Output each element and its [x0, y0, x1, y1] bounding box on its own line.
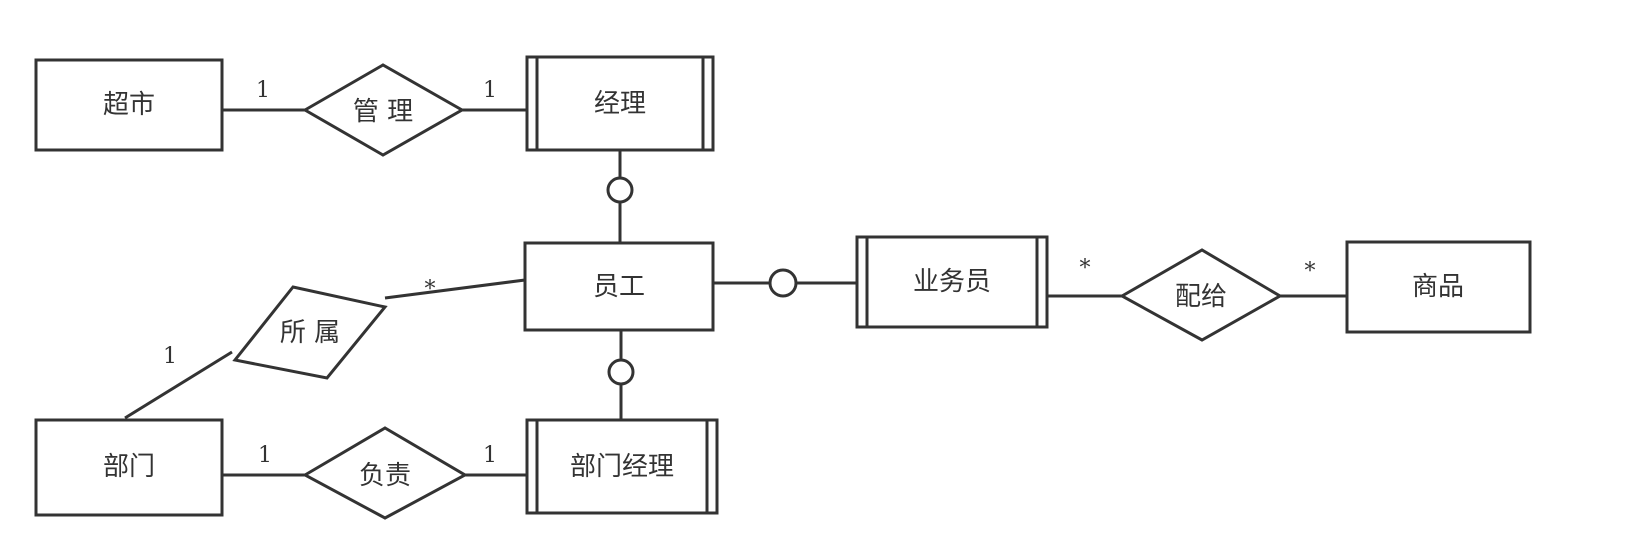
relationship-responsible: 负责	[301, 426, 469, 520]
line-department-belong	[124, 350, 233, 420]
cardinality-label: 1	[483, 78, 497, 103]
entity-label: 经理	[594, 89, 646, 119]
cardinality-label: *	[425, 277, 436, 302]
subclass-circle-salesperson	[768, 268, 798, 298]
cardinality-label: *	[1305, 259, 1316, 284]
entity-department-manager: 部门经理	[525, 418, 719, 515]
entity-label: 超市	[103, 90, 155, 120]
entity-label: 业务员	[913, 267, 991, 297]
entity-label: 部门	[103, 452, 155, 482]
relationship-label: 配给	[1175, 282, 1227, 312]
relationship-manage: 管 理	[301, 63, 466, 157]
relationship-belong: 所 属	[232, 285, 388, 380]
relationship-label: 负责	[359, 461, 411, 491]
line-belong-employee	[384, 278, 526, 300]
entity-label: 部门经理	[570, 452, 674, 482]
entity-label: 员工	[593, 272, 645, 302]
entity-supermarket: 超市	[34, 58, 224, 152]
entity-label: 商品	[1412, 272, 1464, 302]
relationship-label: 管 理	[353, 97, 413, 127]
relationship-distribute: 配给	[1118, 248, 1284, 342]
relationship-label: 所 属	[280, 318, 340, 348]
subclass-circle-deptmanager	[607, 358, 635, 386]
cardinality-label: 1	[163, 344, 177, 369]
entity-manager: 经理	[525, 55, 715, 152]
entity-department: 部门	[34, 418, 224, 517]
cardinality-label: *	[1080, 256, 1091, 281]
subclass-circle-manager	[606, 176, 634, 204]
cardinality-label: 1	[256, 78, 270, 103]
cardinality-label: 1	[483, 443, 497, 468]
entity-salesperson: 业务员	[855, 235, 1049, 329]
entity-goods: 商品	[1345, 240, 1532, 334]
entity-employee: 员工	[523, 241, 715, 332]
cardinality-label: 1	[258, 443, 272, 468]
